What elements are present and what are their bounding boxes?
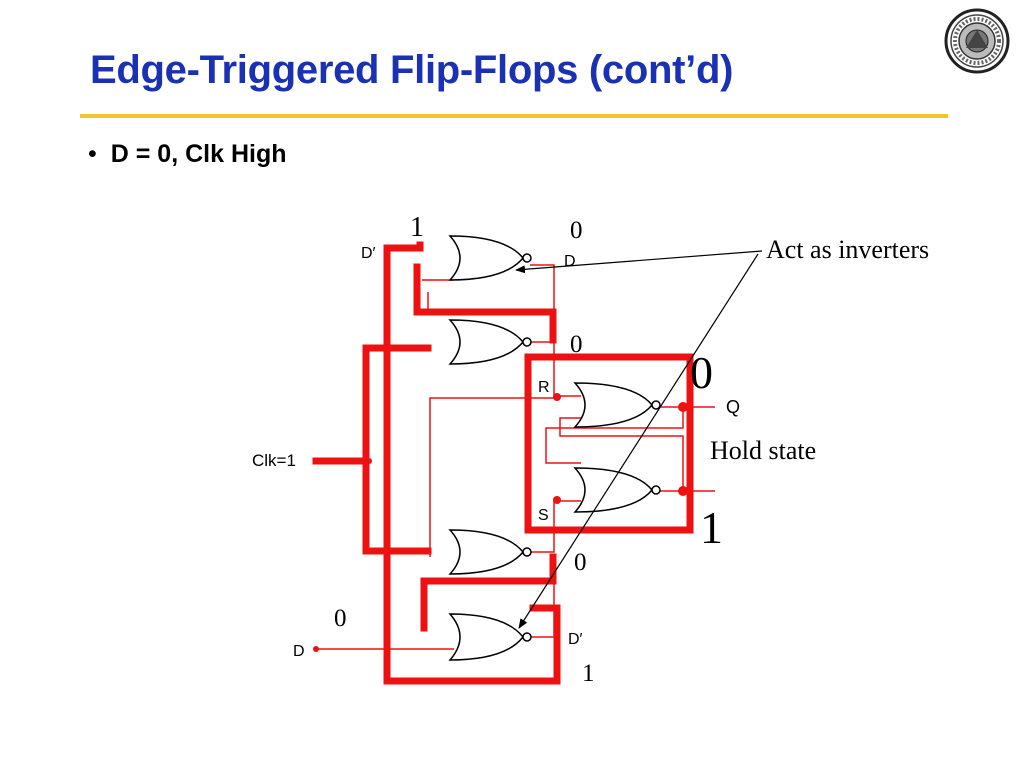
second-gate-output-value: 0 (570, 331, 583, 358)
slide-title: Edge-Triggered Flip-Flops (cont’d) (90, 48, 734, 92)
third-gate-output-value: 0 (574, 549, 587, 576)
nor-gate-3 (573, 382, 661, 428)
bottom-gate-dprime-label: D′ (568, 631, 583, 648)
nor-gate-1 (448, 235, 532, 281)
university-seal-icon (944, 8, 1010, 74)
q-label: Q (726, 397, 740, 417)
hold-state-label: Hold state (710, 436, 816, 465)
nor-gates (448, 235, 661, 661)
top-gate-output-value: 0 (570, 217, 583, 244)
thin-wires (316, 264, 715, 650)
nor-gate-6 (448, 613, 532, 661)
s-label: S (538, 507, 549, 524)
clk-label: Clk=1 (252, 451, 296, 470)
d-input-label: D (293, 643, 305, 660)
big-zero-value: 0 (690, 347, 713, 398)
top-gate-d-label: D (564, 253, 576, 270)
bottom-gate-output-value: 1 (582, 660, 595, 687)
top-gate-dprime-label: D′ (361, 245, 376, 262)
arrow-to-bottom-gate (518, 253, 759, 629)
big-one-value: 1 (700, 502, 723, 553)
nor-gate-5 (448, 529, 532, 575)
bullet-item: • D = 0, Clk High (88, 140, 287, 169)
bullet-dot: • (88, 140, 97, 168)
bullet-text: D = 0, Clk High (110, 140, 287, 168)
nor-gate-4 (573, 467, 661, 513)
act-as-inverters-label: Act as inverters (766, 235, 929, 264)
title-divider (80, 114, 948, 118)
d-input-value: 0 (334, 605, 347, 632)
top-gate-input-value: 1 (410, 212, 424, 243)
r-label: R (538, 379, 550, 396)
arrow-to-top-gate (515, 250, 763, 274)
thick-wires (312, 241, 694, 685)
annotation-arrows (515, 250, 763, 629)
nor-gate-2 (448, 319, 532, 365)
